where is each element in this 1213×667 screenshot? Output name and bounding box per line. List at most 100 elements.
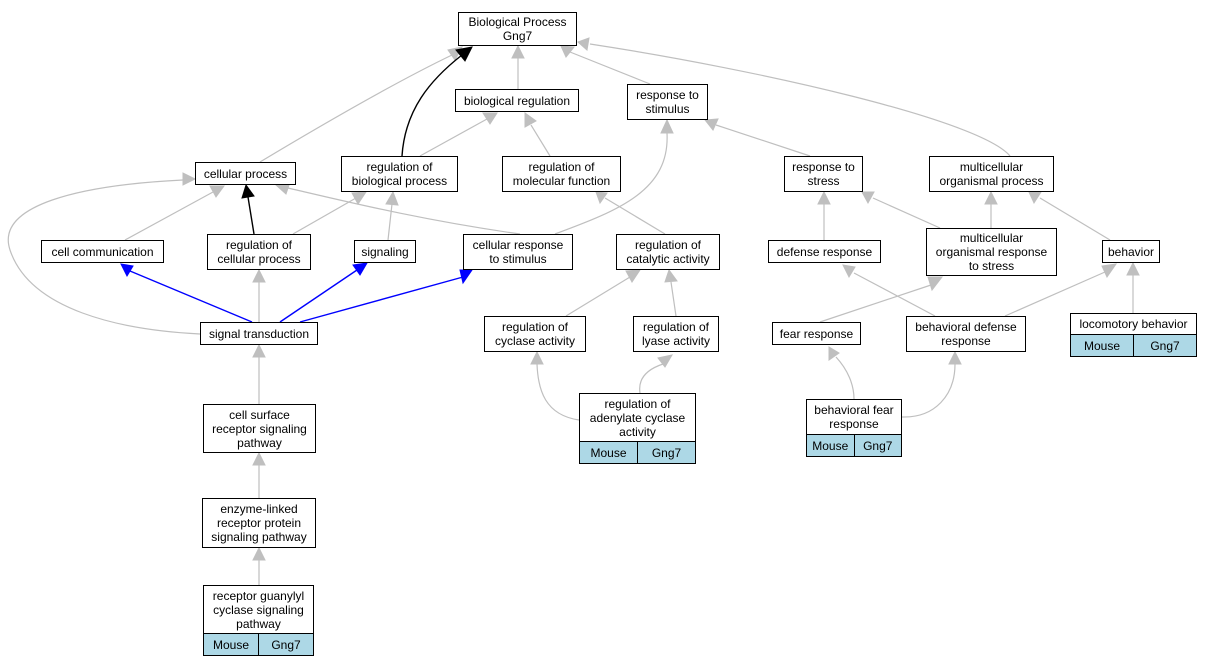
- edge-26: [252, 343, 266, 404]
- edge-2: [560, 45, 651, 85]
- annotation-species: Mouse: [212, 637, 250, 652]
- node-multicellular-organismal-response-to-stress: multicellular organismal response to str…: [926, 228, 1057, 276]
- edge-arrowhead: [1101, 263, 1118, 279]
- edge-arrowhead: [560, 45, 575, 58]
- edge-line: [401, 54, 463, 157]
- edge-arrowhead: [828, 346, 840, 361]
- edge-34: [842, 264, 936, 317]
- edge-arrowhead: [1028, 191, 1042, 205]
- edge-arrowhead: [352, 262, 368, 276]
- edge-15: [595, 191, 666, 235]
- node-locomotory-behavior: locomotory behavior Mouse Gng7: [1070, 313, 1197, 357]
- node-signaling: signaling: [354, 240, 416, 263]
- edge-arrowhead: [511, 44, 525, 59]
- edge-line: [835, 356, 855, 400]
- edge-line: [299, 276, 464, 323]
- edge-line: [419, 118, 488, 157]
- node-response-to-stimulus: response to stimulus: [627, 84, 708, 120]
- edge-arrowhead: [459, 269, 473, 285]
- annotation-gene: Gng7: [637, 442, 695, 463]
- edge-16: [124, 185, 225, 241]
- edge-arrowhead: [595, 191, 608, 205]
- edge-line: [589, 43, 1011, 157]
- node-regulation-of-biological-process: regulation of biological process: [341, 156, 458, 192]
- node-signal-transduction: signal transduction: [200, 322, 318, 345]
- edge-line: [292, 197, 357, 235]
- annotation-gene: Gng7: [853, 435, 902, 456]
- edge-21: [7, 172, 201, 335]
- node-behavioral-defense-response: behavioral defense response: [906, 316, 1026, 352]
- edge-arrowhead: [209, 185, 225, 198]
- node-regulation-of-lyase-activity: regulation of lyase activity: [633, 316, 719, 352]
- edge-24: [279, 262, 368, 323]
- node-behavioral-fear-response: behavioral fear response Mouse Gng7: [806, 399, 902, 457]
- node-receptor-guanylyl-cyclase-signaling-pathway: receptor guanylyl cyclase signaling path…: [203, 585, 314, 656]
- node-multicellular-organismal-process: multicellular organismal process: [929, 156, 1054, 192]
- edge-arrowhead: [252, 451, 266, 466]
- annotation-row: Mouse Gng7: [204, 633, 313, 655]
- edge-line: [124, 191, 214, 241]
- edge-arrowhead: [664, 268, 678, 283]
- edge-arrowhead: [524, 112, 537, 128]
- annotation-species: Mouse: [812, 438, 849, 453]
- edge-arrowhead: [385, 190, 399, 206]
- annotation-row: Mouse Gng7: [580, 441, 695, 463]
- edge-arrowhead: [660, 118, 674, 134]
- edge-line: [247, 196, 255, 235]
- node-response-to-stress: response to stress: [784, 156, 863, 192]
- edge-arrowhead: [704, 118, 719, 131]
- edge-13: [1028, 191, 1111, 241]
- edge-arrowhead: [252, 546, 266, 561]
- edge-arrowhead: [861, 191, 875, 205]
- annotation-gene: Gng7: [1133, 335, 1196, 356]
- edge-11: [861, 191, 941, 229]
- edge-3: [577, 37, 1011, 157]
- edge-22: [120, 263, 253, 323]
- edge-25: [299, 269, 473, 323]
- node-cellular-process: cellular process: [195, 162, 296, 185]
- edge-36: [828, 346, 855, 400]
- edge-line: [530, 124, 551, 157]
- edge-arrowhead: [252, 268, 266, 283]
- edge-14: [1126, 261, 1140, 313]
- edge-line: [569, 51, 651, 85]
- edge-arrowhead: [927, 276, 944, 292]
- node-cell-surface-receptor-signaling-pathway: cell surface receptor signaling pathway: [203, 404, 316, 453]
- annotation-species: Mouse: [1083, 338, 1121, 353]
- annotation-species: Mouse: [590, 445, 627, 460]
- edge-9: [554, 118, 674, 235]
- annotation-row: Mouse Gng7: [1071, 334, 1196, 356]
- edge-32: [639, 354, 674, 394]
- edge-line: [901, 363, 956, 418]
- edge-line: [819, 284, 932, 323]
- edge-arrowhead: [657, 354, 674, 368]
- edge-line: [279, 269, 358, 323]
- edge-line: [604, 197, 666, 235]
- edge-arrowhead: [252, 343, 266, 358]
- edge-arrowhead: [984, 190, 998, 205]
- annotation-row: Mouse Gng7: [807, 434, 901, 456]
- edge-19: [292, 191, 367, 235]
- edge-arrowhead: [455, 46, 473, 62]
- edge-line: [565, 276, 631, 317]
- edge-line: [387, 203, 393, 241]
- edge-line: [1039, 197, 1111, 241]
- edge-12: [984, 190, 998, 228]
- node-fear-response: fear response: [772, 322, 861, 345]
- edge-arrowhead: [842, 264, 856, 279]
- node-regulation-of-cyclase-activity: regulation of cyclase activity: [484, 316, 586, 352]
- edge-line: [872, 197, 941, 229]
- edge-line: [7, 179, 201, 335]
- edge-line: [853, 272, 936, 317]
- edge-18: [274, 181, 521, 235]
- edge-37: [901, 350, 962, 418]
- edge-line: [554, 132, 668, 235]
- edge-1: [511, 44, 525, 89]
- edge-line: [129, 270, 253, 323]
- edge-arrowhead: [530, 350, 544, 365]
- edge-arrowhead: [577, 37, 590, 51]
- edge-line: [670, 281, 677, 317]
- edge-20: [385, 190, 399, 241]
- edge-line: [715, 124, 811, 157]
